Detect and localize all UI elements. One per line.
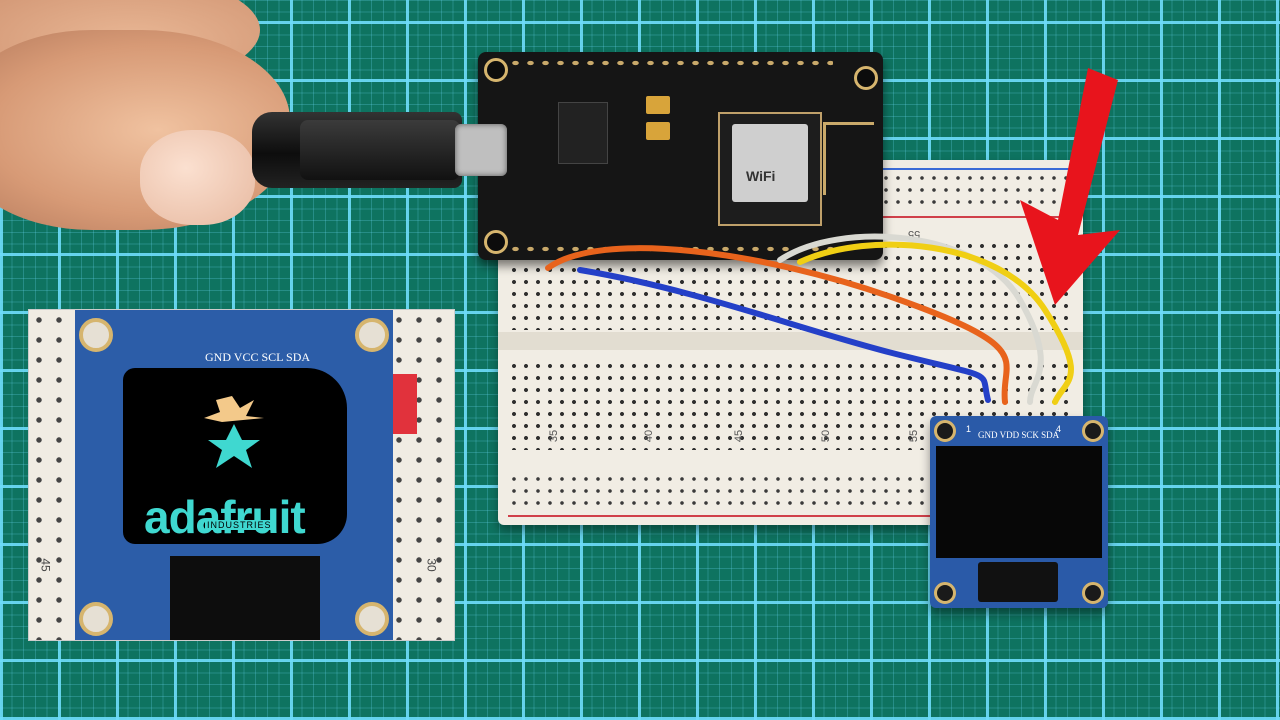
oled-mount-hole (1082, 582, 1104, 604)
inset-closeup: 45 30 GND VCC SCL SDA adafruit INDUSTRIE… (28, 309, 455, 641)
inset-mount-hole (355, 318, 389, 352)
wire-blue (577, 267, 991, 403)
oled-pin-4: 4 (1056, 424, 1062, 434)
esp-shield: WiFi (732, 124, 808, 202)
esp-wifi-text: WiFi (746, 168, 776, 184)
rail-line-red-bottom (508, 515, 1073, 517)
inset-ribbon (170, 556, 320, 640)
capacitor (646, 96, 670, 114)
oled-ribbon (978, 562, 1058, 602)
inset-pin-labels: GND VCC SCL SDA (205, 350, 311, 364)
usb-serial-chip (558, 102, 608, 164)
wire-yellow (797, 241, 1074, 405)
adafruit-logo-text: adafruit (144, 491, 306, 543)
header-pins-top (508, 58, 833, 68)
wire-orange (545, 245, 1010, 405)
wire-white (777, 233, 1044, 405)
inset-edge-label-left: 45 (38, 558, 53, 572)
nodemcu-board: WiFi (478, 52, 883, 260)
mount-hole (854, 66, 878, 90)
adafruit-star-icon (204, 396, 264, 468)
oled-pin-labels: GND VDD SCK SDA (978, 430, 1060, 440)
pcb-antenna (823, 122, 874, 195)
usb-plug (300, 120, 460, 180)
mount-hole (484, 230, 508, 254)
inset-mount-hole (355, 602, 389, 636)
adafruit-logo-sub: INDUSTRIES (205, 520, 274, 530)
inset-oled-module: GND VCC SCL SDA (75, 310, 393, 640)
inset-edge-label-right: 30 (424, 558, 439, 572)
inset-mount-hole (79, 318, 113, 352)
thumbnail (140, 130, 255, 225)
mount-hole (484, 58, 508, 82)
center-channel (498, 332, 1083, 350)
oled-screen (936, 446, 1102, 558)
inset-mount-hole (79, 602, 113, 636)
oled-mount-hole (1082, 420, 1104, 442)
oled-module: GND VDD SCK SDA 1 4 (930, 416, 1108, 608)
micro-usb-port (455, 124, 507, 176)
oled-pin-1: 1 (966, 424, 972, 434)
oled-mount-hole (934, 420, 956, 442)
oled-mount-hole (934, 582, 956, 604)
esp8266-module: WiFi (718, 112, 822, 226)
capacitor (646, 122, 670, 140)
red-arrow-icon (1020, 68, 1120, 305)
